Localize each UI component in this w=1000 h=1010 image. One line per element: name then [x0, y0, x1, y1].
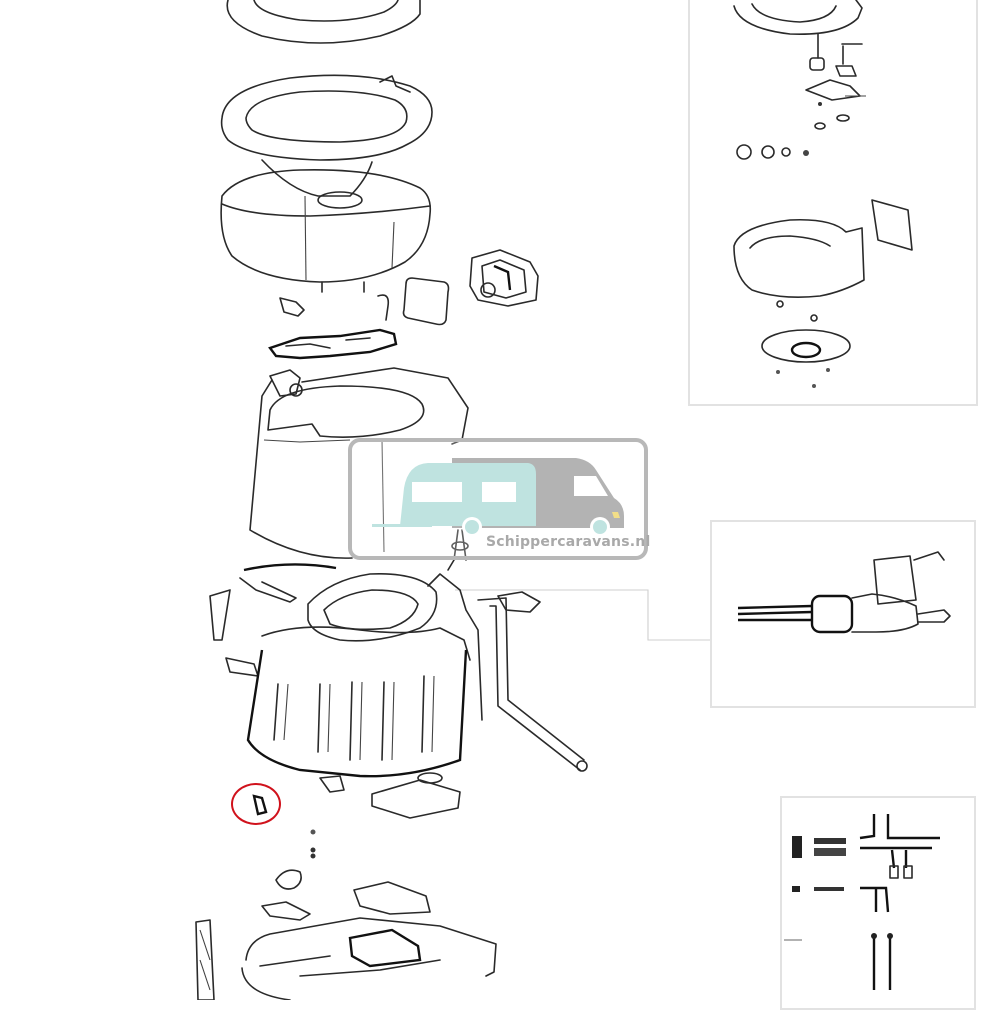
detail-seat-hinge-drawing	[733, 0, 913, 388]
bowl-shroud	[220, 169, 432, 293]
cassette	[195, 881, 497, 1000]
leader-line	[455, 589, 710, 641]
detail-wiring-drawing	[784, 814, 940, 990]
control-panel	[469, 249, 539, 307]
detail-pump-drawing	[737, 551, 951, 634]
highlight-circle-gasket	[231, 783, 281, 825]
bowl	[220, 74, 433, 209]
cover-plate	[402, 277, 450, 326]
detail-panel-seat-hinge	[688, 0, 978, 406]
blade-mechanism	[268, 294, 398, 360]
watermark-text: Schippercaravans.nl	[486, 534, 651, 550]
water-tank	[209, 563, 471, 793]
small-fasteners	[275, 829, 316, 890]
caravan-silhouette-icon	[372, 463, 536, 537]
detail-panel-pump	[710, 520, 976, 708]
seat-ring	[226, 0, 421, 44]
fill-pipe	[427, 529, 588, 772]
